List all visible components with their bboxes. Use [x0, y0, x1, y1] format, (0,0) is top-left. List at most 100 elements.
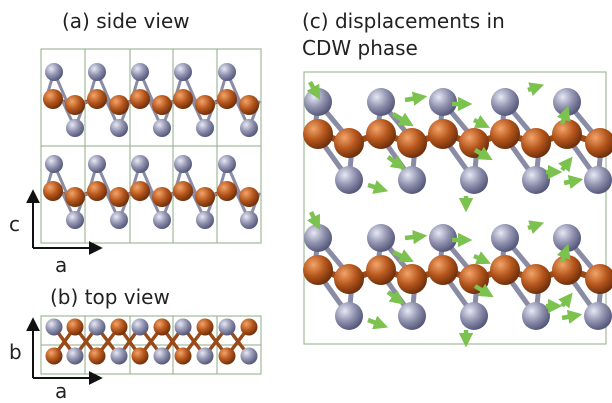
metal-atom — [153, 318, 171, 336]
chalcogen-atom — [522, 166, 550, 194]
displacement-arrow — [563, 174, 584, 190]
chalcogen-atom — [553, 224, 581, 252]
metal-atom — [109, 187, 129, 207]
metal-atom — [303, 119, 333, 149]
displacement-arrow — [391, 112, 414, 127]
chalcogen-atom — [45, 318, 63, 336]
axis-label-c: c — [9, 212, 20, 236]
chalcogen-atom — [522, 302, 550, 330]
metal-atom — [43, 89, 63, 109]
metal-atom — [239, 95, 259, 115]
metal-atom — [131, 347, 149, 365]
metal-atom — [152, 95, 172, 115]
panel-c-title-line2: CDW phase — [302, 36, 418, 60]
chalcogen-atom — [335, 302, 363, 330]
metal-atom — [521, 264, 551, 294]
chalcogen-atom — [88, 155, 106, 173]
metal-atom — [66, 318, 84, 336]
chalcogen-atom — [240, 211, 258, 229]
cdw-frame — [303, 71, 607, 345]
chalcogen-atom — [240, 119, 258, 137]
metal-atom — [174, 347, 192, 365]
metal-atom — [65, 187, 85, 207]
displacement-arrow — [556, 105, 571, 125]
chalcogen-atom — [174, 63, 192, 81]
axis-label-a-side: a — [55, 253, 68, 277]
chalcogen-atom — [110, 347, 128, 365]
chalcogen-atom — [218, 63, 236, 81]
chalcogen-atom — [367, 224, 395, 252]
metal-atom — [428, 255, 458, 285]
metal-atom — [152, 187, 172, 207]
metal-atom — [173, 89, 193, 109]
metal-atom — [87, 181, 107, 201]
metal-atom — [585, 264, 612, 294]
chalcogen-atom — [460, 166, 488, 194]
displacement-arrow — [558, 156, 573, 173]
chalcogen-atom — [110, 211, 128, 229]
displacement-arrow — [404, 229, 428, 245]
displacement-arrow — [472, 115, 490, 129]
chalcogen-atom — [174, 155, 192, 173]
metal-atom — [521, 128, 551, 158]
metal-atom — [239, 187, 259, 207]
metal-atom — [490, 255, 520, 285]
panel-c-title-line1: (c) displacements in — [302, 9, 505, 33]
displacement-arrow — [306, 80, 321, 100]
displacement-arrow — [556, 243, 571, 263]
chalcogen-atom — [398, 302, 426, 330]
metal-atom — [196, 318, 214, 336]
displacement-arrow — [473, 251, 491, 265]
metal-atom — [428, 119, 458, 149]
displacement-arrow — [527, 220, 545, 235]
metal-atom — [87, 89, 107, 109]
axis-label-a-top: a — [55, 379, 68, 403]
chalcogen-atom — [196, 211, 214, 229]
chalcogen-atom — [196, 347, 214, 365]
axis-label-b: b — [9, 340, 22, 364]
metal-atom — [552, 119, 582, 149]
chalcogen-atom — [88, 318, 106, 336]
displacement-arrow — [404, 91, 428, 106]
chalcogen-atom — [218, 155, 236, 173]
chalcogen-atom — [66, 211, 84, 229]
chalcogen-atom — [491, 88, 519, 116]
displacement-arrow — [561, 309, 583, 324]
chalcogen-atom — [153, 119, 171, 137]
chalcogen-atom — [110, 119, 128, 137]
chalcogen-atom — [335, 166, 363, 194]
chalcogen-atom — [153, 211, 171, 229]
metal-atom — [88, 347, 106, 365]
metal-atom — [490, 119, 520, 149]
displacement-arrow — [386, 290, 405, 305]
chalcogen-atom — [66, 119, 84, 137]
chalcogen-atom — [491, 224, 519, 252]
metal-atom — [334, 264, 364, 294]
metal-atom — [218, 347, 236, 365]
chalcogen-atom — [240, 347, 258, 365]
chalcogen-atom — [131, 63, 149, 81]
metal-atom — [109, 95, 129, 115]
chalcogen-atom — [584, 302, 612, 330]
metal-atom — [195, 187, 215, 207]
chalcogen-atom — [131, 155, 149, 173]
chalcogen-atom — [66, 347, 84, 365]
chalcogen-atom — [88, 63, 106, 81]
chalcogen-atom — [153, 347, 171, 365]
chalcogen-atom — [584, 166, 612, 194]
panel-b-title: (b) top view — [50, 285, 170, 309]
metal-atom — [397, 128, 427, 158]
chalcogen-atom — [460, 302, 488, 330]
displacement-arrow — [367, 180, 389, 194]
metal-atom — [173, 181, 193, 201]
metal-atom — [130, 89, 150, 109]
displacement-arrow — [392, 249, 414, 263]
metal-atom — [45, 347, 63, 365]
displacement-arrow — [386, 155, 406, 170]
chalcogen-atom — [45, 155, 63, 173]
metal-atom — [334, 128, 364, 158]
chalcogen-atom — [218, 318, 236, 336]
metal-atom — [303, 255, 333, 285]
displacement-arrow — [367, 315, 389, 330]
